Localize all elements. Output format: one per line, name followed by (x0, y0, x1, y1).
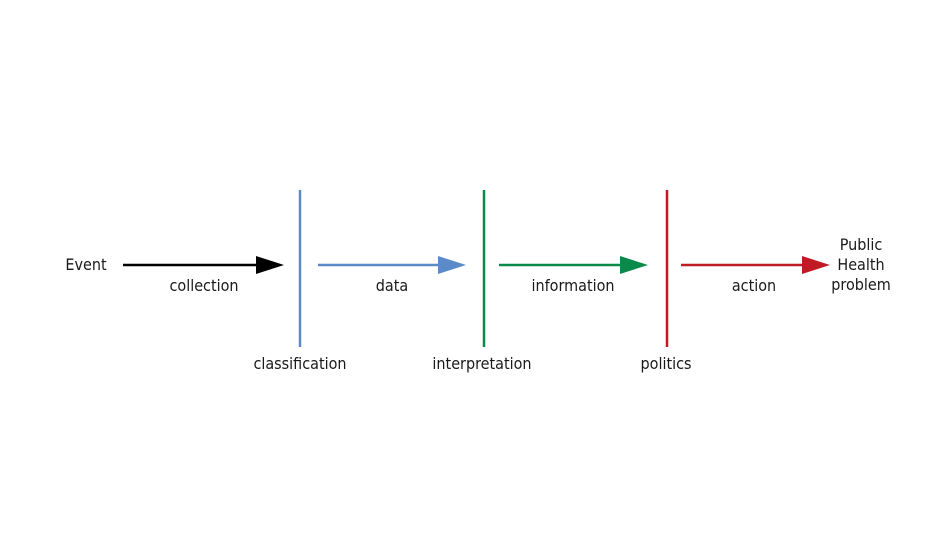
arrow-data-head (438, 256, 466, 274)
barrier-classification-label: classification (253, 354, 346, 373)
barrier-politics-label: politics (641, 354, 692, 373)
arrow-information-label: information (531, 276, 614, 295)
public-health-problem-label: Public Health problem (831, 235, 891, 294)
arrow-collection-label: collection (169, 276, 238, 295)
arrow-collection-head (256, 256, 284, 274)
end-label-line-3: problem (831, 275, 891, 294)
arrow-information-head (620, 256, 648, 274)
end-label-line-1: Public (840, 235, 883, 254)
end-label-line-2: Health (837, 255, 884, 274)
event-label: Event (65, 255, 107, 274)
arrow-data-label: data (376, 276, 408, 295)
arrow-data: data (318, 256, 466, 295)
arrow-action-label: action (732, 276, 776, 295)
barrier-classification: classification (253, 190, 347, 373)
barrier-politics: politics (641, 190, 692, 373)
barrier-interpretation: interpretation (432, 190, 532, 373)
arrow-information: information (499, 256, 648, 295)
arrow-action: action (681, 256, 830, 295)
arrow-collection: collection (123, 256, 284, 295)
arrow-action-head (802, 256, 830, 274)
barrier-interpretation-label: interpretation (432, 354, 531, 373)
